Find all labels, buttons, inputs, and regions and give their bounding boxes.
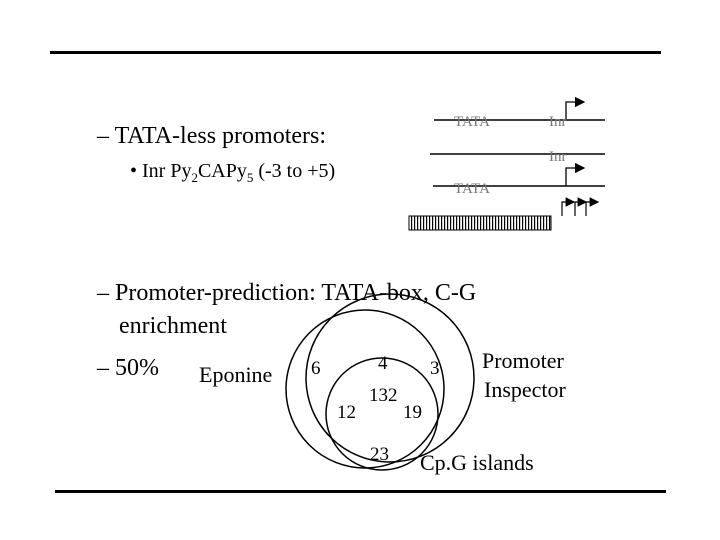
venn-label-cpg-islands: Cp.G islands (420, 450, 534, 475)
venn-circle-cpg-islands (325, 357, 439, 471)
venn-circle-promoter-inspector (305, 293, 475, 463)
inr-sub-5: 5 (246, 170, 254, 185)
tss-arrow-multi-1 (561, 197, 576, 216)
venn-label-inspector: Inspector (484, 377, 566, 402)
inr-suffix: (-3 to +5) (253, 160, 336, 182)
bullet-fifty-percent: – 50% (97, 355, 159, 381)
tss-arrow-1 (565, 96, 586, 120)
inr-prefix: • Inr Py (130, 160, 192, 182)
inr-sub-2: 2 (191, 170, 198, 185)
venn-count-4: 4 (378, 353, 388, 374)
bullet-tata-less: – TATA-less promoters: (97, 123, 327, 149)
venn-count-23: 23 (370, 444, 389, 465)
inr-top: Inr (549, 114, 567, 130)
tss-arrow-multi-2 (574, 197, 588, 216)
venn-count-12: 12 (337, 402, 356, 423)
bottom-rule (55, 490, 666, 493)
venn-count-132: 132 (369, 385, 398, 406)
venn-count-19: 19 (403, 402, 422, 423)
cpg-hatched-bar (408, 215, 552, 231)
venn-label-promoter: Promoter (482, 348, 564, 373)
venn-label-eponine: Eponine (199, 362, 273, 387)
inr-middle: Inr (549, 149, 567, 165)
bullet-promoter-prediction-line1: – Promoter-prediction: TATA-box, C-G (97, 280, 477, 306)
bullet-inr: • Inr Py2CAPy5 (-3 to +5) (130, 161, 335, 184)
venn-count-3: 3 (430, 358, 440, 379)
tss-arrow-3 (565, 162, 586, 186)
tata-box-bottom: TATA (454, 181, 490, 197)
inr-mid: CAPy (197, 160, 247, 182)
bullet-promoter-prediction-line2: enrichment (119, 313, 227, 339)
tss-arrow-multi-3 (585, 197, 600, 216)
top-rule (50, 51, 661, 54)
venn-count-6: 6 (311, 358, 321, 379)
tata-box-top: TATA (454, 114, 490, 130)
venn-circle-eponine (285, 309, 445, 469)
